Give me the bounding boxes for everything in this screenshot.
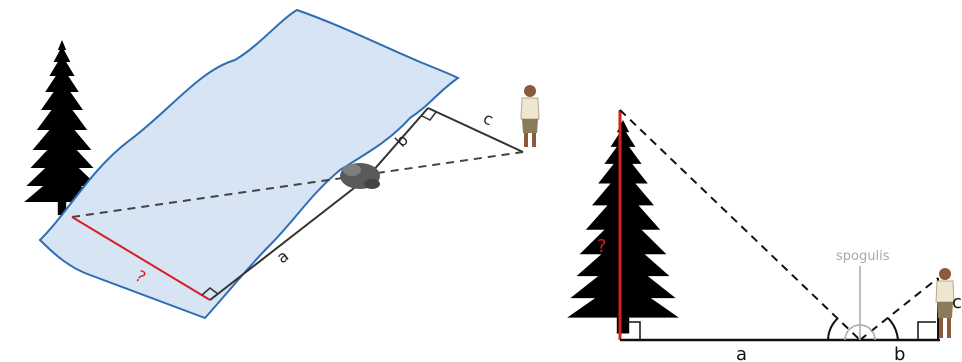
mirror-normal-arc: [844, 324, 876, 341]
left-label-a: a: [273, 246, 292, 267]
segment-c-line: [427, 107, 524, 153]
person-icon: [935, 268, 955, 338]
left-label-c: c: [480, 108, 496, 129]
unknown-width-line: [71, 216, 211, 301]
left-scene: ? a b c: [24, 8, 540, 320]
right-angle-marker: [421, 111, 437, 121]
right-angle-marker: [917, 321, 936, 340]
angle-arc-left: [827, 317, 839, 341]
segment-b-line: [371, 107, 429, 173]
right-angle-marker: [201, 287, 219, 296]
right-label-b: b: [894, 344, 905, 362]
right-angle-marker: [622, 321, 641, 340]
rock-icon: [340, 163, 380, 189]
segment-a-line: [209, 184, 359, 301]
mirror-label: spogulis: [836, 249, 890, 264]
right-label-c: c: [952, 292, 962, 313]
person-icon: [520, 85, 540, 147]
pine-tree-icon: [567, 120, 679, 334]
right-scene: spogulis ? a b c: [567, 109, 962, 362]
right-label-a: a: [736, 344, 747, 362]
sight-line-dashed: [71, 151, 524, 218]
reflection-ray-2: [859, 277, 939, 341]
right-label-unknown: ?: [597, 236, 607, 257]
river-area: [38, 8, 460, 320]
angle-arc-right: [887, 317, 899, 341]
